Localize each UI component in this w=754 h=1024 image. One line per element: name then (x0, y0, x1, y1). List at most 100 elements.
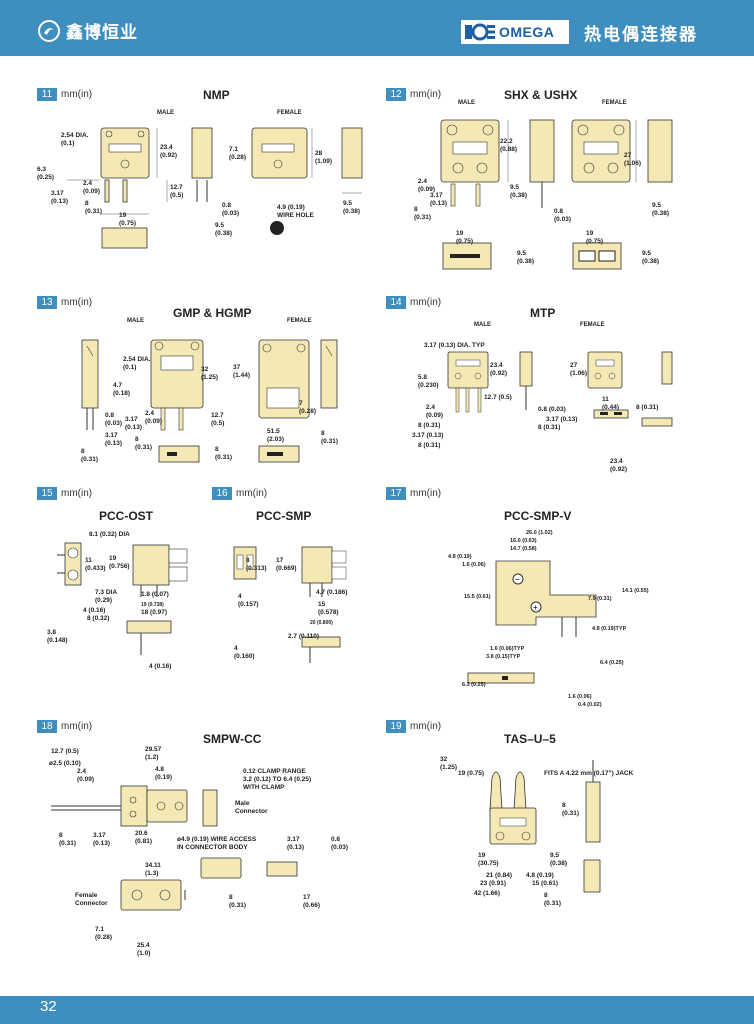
dim-label: 4 (0.160) (234, 645, 255, 660)
panel-title: SMPW-CC (203, 732, 262, 746)
omega-mark-icon (465, 23, 495, 41)
gmp-drawing (81, 339, 338, 463)
dim-label: 19 (30.75) (478, 852, 499, 867)
unit-label: mm(in) (410, 721, 442, 732)
mtp-drawing (447, 351, 673, 427)
panel-title: PCC-OST (99, 509, 153, 523)
dim-label: 2.4 (0.09) (83, 180, 100, 195)
dim-label: 3.8 (0.148) (47, 629, 68, 644)
dim-label: 8 (0.31) (418, 422, 441, 429)
dim-label: 19 (0.738) (141, 602, 164, 608)
male-connector-label: Male Connector (235, 800, 268, 815)
unit-label: mm(in) (236, 488, 268, 499)
page-number: 32 (40, 998, 57, 1015)
dim-label: 0.8 (0.03) (538, 406, 566, 413)
dim-label: 3.17 (0.13) (412, 432, 444, 439)
panel-number: 11 (37, 88, 57, 101)
dim-label: 14.7 (0.58) (510, 546, 537, 552)
male-label: MALE (458, 100, 475, 106)
wire-access-note: ø4.9 (0.19) WIRE ACCESS IN CONNECTOR BOD… (177, 836, 257, 851)
dim-label: 2.4 (0.09) (77, 768, 94, 783)
dim-label: 7.3 DIA (0.29) (95, 589, 118, 604)
panel-title: SHX & USHX (504, 88, 578, 102)
panel-number: 16 (212, 487, 232, 500)
dim-label: 32 (1.25) (201, 366, 218, 381)
panel-title: MTP (530, 306, 556, 320)
dim-label: 4 (0.157) (238, 593, 259, 608)
dim-label: 7.1 (0.28) (229, 146, 246, 161)
dim-label: 0.8 (0.03) (331, 836, 348, 851)
dim-label: 21 (0.84) (486, 872, 513, 879)
dim-label: 2.4 (0.09) (145, 410, 162, 425)
female-label: FEMALE (287, 318, 312, 324)
male-label: MALE (127, 318, 144, 324)
header-bar (0, 0, 754, 56)
dim-label: 0.8 (0.03) (105, 412, 122, 427)
dim-label: 20 (0.800) (310, 620, 333, 626)
dim-label: 8.1 (0.32) DIA (89, 531, 130, 538)
panel-title: GMP & HGMP (173, 306, 252, 320)
unit-label: mm(in) (61, 488, 93, 499)
dim-label: 15 (0.578) (318, 601, 339, 616)
dim-label: 2.7 (0.110) (288, 633, 320, 640)
dim-label: 8 (0.31) (538, 424, 561, 431)
dim-label: 23.4 (0.92) (490, 362, 507, 377)
dim-label: 22.2 (0.88) (500, 138, 517, 153)
pcc-ost-drawing (57, 542, 188, 655)
male-label: MALE (157, 110, 174, 116)
dim-label: 1.8 (0.07) (141, 591, 169, 598)
dim-label: 9.5 (0.38) (343, 200, 360, 215)
dim-label: 1.6 (0.06) (568, 694, 592, 700)
jack-fit-note: FITS A 4.22 mm (0.17") JACK (544, 770, 634, 777)
dim-label: 27 (1.06) (570, 362, 587, 377)
panel-number: 19 (386, 720, 406, 733)
dim-label: 1.6 (0.06)TYP (490, 646, 525, 652)
panel-header: 19 mm(in) (386, 720, 441, 733)
svg-text:+: + (533, 603, 538, 612)
dim-label: 4 (0.16) (149, 663, 172, 670)
dim-label: 26.0 (1.02) (526, 530, 553, 536)
dim-label: 19 (0.75) (119, 212, 136, 227)
dim-label: 12.7 (0.5) (51, 748, 79, 755)
unit-label: mm(in) (61, 89, 93, 100)
panel-title: NMP (203, 88, 230, 102)
page-title: 热电偶连接器 (584, 25, 698, 45)
dim-label: 8 (0.31) (81, 448, 98, 463)
dim-label: 32 (1.25) (440, 756, 457, 771)
dim-label: 20.6 (0.81) (135, 830, 152, 845)
unit-label: mm(in) (410, 89, 442, 100)
female-connector-label: Female Connector (75, 892, 108, 907)
dim-label: 3.17 (0.13) (51, 190, 68, 205)
dim-label: 19 (0.756) (109, 555, 130, 570)
dim-label: 8 (0.31) (229, 894, 246, 909)
dim-label: 16.0 (0.63) (510, 538, 537, 544)
dim-label: 9.5 (0.38) (652, 202, 669, 217)
dim-label: 8 (0.31) (414, 206, 431, 221)
panel-number: 14 (386, 296, 406, 309)
dim-label: 8 (0.31) (85, 200, 102, 215)
dim-label: 12.7 (0.5) (211, 412, 225, 427)
dim-label: 3.17 (0.13) (430, 192, 447, 207)
dim-label: 25.4 (1.0) (137, 942, 151, 957)
dim-label: 11 (0.44) (602, 396, 619, 411)
unit-label: mm(in) (61, 721, 93, 732)
clamp-range-note: 0.12 CLAMP RANGE 3.2 (0.12) TO 6.4 (0.25… (243, 768, 312, 791)
brand-name: 鑫博恒业 (66, 23, 138, 43)
dim-label: 0.4 (0.02) (578, 702, 602, 708)
omega-wordmark: OMEGA (499, 24, 555, 40)
dim-label: 4.7 (0.186) (316, 589, 348, 596)
panel-title: PCC-SMP-V (504, 509, 572, 523)
panel-title: PCC-SMP (256, 509, 312, 523)
dim-label: 8 (0.31) (59, 832, 76, 847)
dim-label: 9.5 (0.38) (642, 250, 659, 265)
dim-label: 7 (0.28) (299, 400, 316, 415)
dim-label: 2.54 DIA. (0.1) (123, 356, 151, 371)
dim-label: 34.11 (1.3) (145, 862, 161, 877)
svg-text:−: − (515, 575, 520, 584)
dim-label: 3.17 (0.13) (546, 416, 578, 423)
